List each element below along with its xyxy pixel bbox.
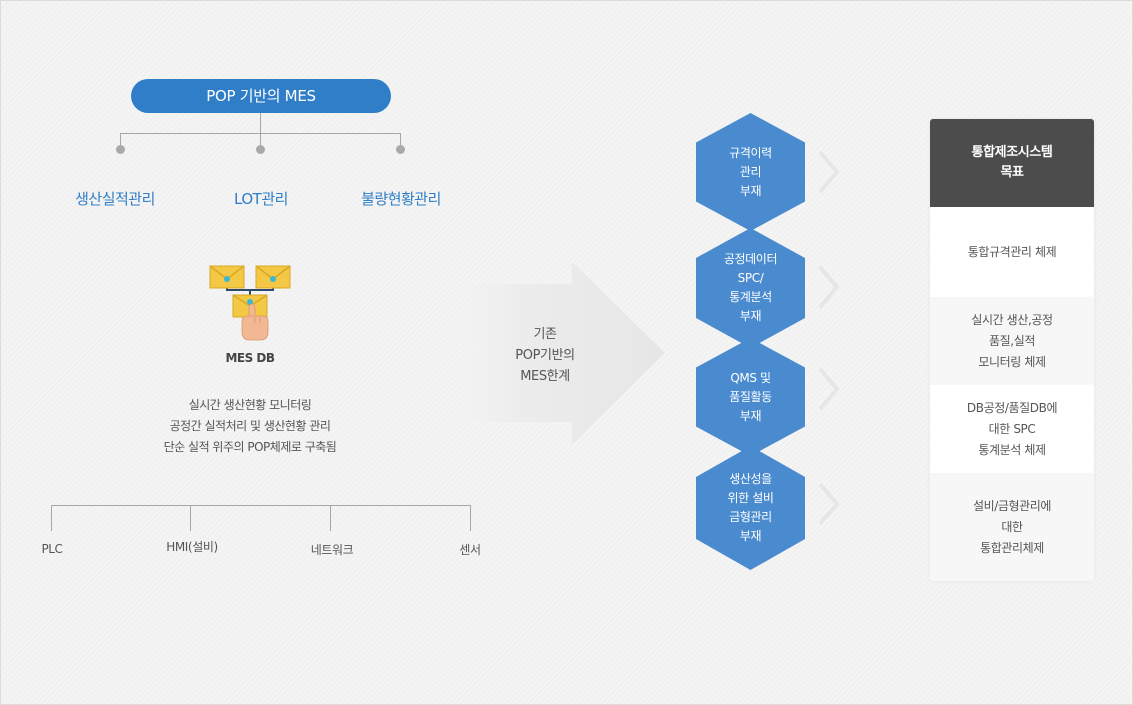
top-item-production: 생산실적관리 bbox=[75, 190, 155, 208]
hexagon-text: 생산성을 bbox=[729, 472, 772, 486]
hexagon-spec-history: 규격이력 관리 부재 bbox=[696, 113, 805, 231]
goals-header-line: 목표 bbox=[1000, 165, 1024, 180]
hexagon-process-data: 공정데이터 SPC/ 통계분석 부재 bbox=[696, 228, 805, 348]
tree-connector bbox=[260, 113, 261, 133]
hexagon-text: 부재 bbox=[739, 309, 762, 323]
chevron-right-icon bbox=[818, 367, 840, 411]
goal-row: 통합규격관리 체제 bbox=[930, 207, 1094, 297]
bottom-item-plc: PLC bbox=[41, 542, 63, 556]
goal-text: 대한 bbox=[1001, 519, 1023, 534]
goal-text: 대한 SPC bbox=[988, 421, 1036, 436]
pop-mes-title: POP 기반의 MES bbox=[131, 79, 391, 113]
goal-text: 통합규격관리 체제 bbox=[967, 244, 1057, 259]
tree-connector bbox=[470, 505, 471, 531]
chevron-right-icon bbox=[818, 265, 840, 309]
description-line: 단순 실적 위주의 POP체제로 구축됨 bbox=[163, 440, 337, 454]
hexagon-text: 품질활동 bbox=[729, 389, 772, 404]
tree-node-dot bbox=[116, 145, 125, 154]
hexagon-text: 부재 bbox=[739, 408, 762, 423]
tree-node-dot bbox=[396, 145, 405, 154]
bottom-item-sensor: 센서 bbox=[459, 543, 481, 557]
goals-header-line: 통합제조시스템 bbox=[971, 145, 1053, 160]
arrow-label-line: 기존 bbox=[533, 327, 557, 342]
arrow-label-line: MES한계 bbox=[520, 369, 570, 384]
hexagon-text: 관리 bbox=[739, 164, 762, 179]
tree-connector bbox=[120, 133, 121, 147]
goal-text: DB공정/품질DB에 bbox=[966, 400, 1058, 415]
hexagon-text: QMS 및 bbox=[730, 370, 771, 385]
goal-text: 품질,실적 bbox=[989, 333, 1035, 348]
chevron-right-icon bbox=[818, 482, 840, 526]
bottom-item-network: 네트워크 bbox=[310, 543, 354, 557]
goal-row: 실시간 생산,공정 품질,실적 모니터링 체제 bbox=[930, 297, 1094, 385]
top-item-lot: LOT관리 bbox=[234, 190, 288, 208]
envelope-icon bbox=[209, 265, 291, 341]
hexagon-text: SPC/ bbox=[737, 271, 764, 285]
hand-pointer-icon bbox=[241, 303, 269, 341]
tree-node-dot bbox=[256, 145, 265, 154]
hexagon-qms: QMS 및 품질활동 부재 bbox=[696, 338, 805, 456]
arrow-label-line: POP기반의 bbox=[515, 348, 575, 363]
big-arrow-icon bbox=[440, 262, 665, 445]
hexagon-text: 통계분석 bbox=[729, 290, 772, 304]
hexagon-text: 부재 bbox=[739, 529, 762, 543]
bottom-item-hmi: HMI(설비) bbox=[166, 540, 218, 554]
chevron-right-icon bbox=[818, 150, 840, 194]
mes-db-label: MES DB bbox=[225, 351, 275, 365]
tree-connector bbox=[260, 133, 261, 147]
top-item-defect: 불량현황관리 bbox=[361, 190, 441, 208]
goals-panel: 통합제조시스템 목표 통합규격관리 체제 실시간 생산,공정 품질,실적 모니터… bbox=[930, 119, 1094, 581]
tree-connector bbox=[51, 505, 471, 506]
description-line: 공정간 실적처리 및 생산현황 관리 bbox=[169, 419, 331, 433]
description-line: 실시간 생산현황 모니터링 bbox=[188, 398, 312, 412]
tree-connector bbox=[51, 505, 52, 531]
hexagon-text: 규격이력 bbox=[729, 145, 772, 160]
goal-text: 모니터링 체제 bbox=[978, 354, 1046, 369]
goal-text: 통합관리체제 bbox=[980, 540, 1044, 555]
tree-connector bbox=[330, 505, 331, 531]
tree-connector bbox=[400, 133, 401, 147]
hexagon-text: 위한 설비 bbox=[727, 491, 774, 505]
goal-text: 설비/금형관리에 bbox=[972, 498, 1052, 513]
hexagon-text: 부재 bbox=[739, 183, 762, 198]
hexagon-text: 금형관리 bbox=[729, 510, 772, 524]
goals-header: 통합제조시스템 목표 bbox=[930, 119, 1094, 207]
hexagon-text: 공정데이터 bbox=[723, 252, 778, 266]
goal-text: 통계분석 체제 bbox=[978, 442, 1046, 457]
goal-row: 설비/금형관리에 대한 통합관리체제 bbox=[930, 473, 1094, 581]
tree-connector bbox=[190, 505, 191, 531]
goal-row: DB공정/품질DB에 대한 SPC 통계분석 체제 bbox=[930, 385, 1094, 473]
goal-text: 실시간 생산,공정 bbox=[971, 312, 1053, 327]
hexagon-equipment: 생산성을 위한 설비 금형관리 부재 bbox=[696, 446, 805, 570]
